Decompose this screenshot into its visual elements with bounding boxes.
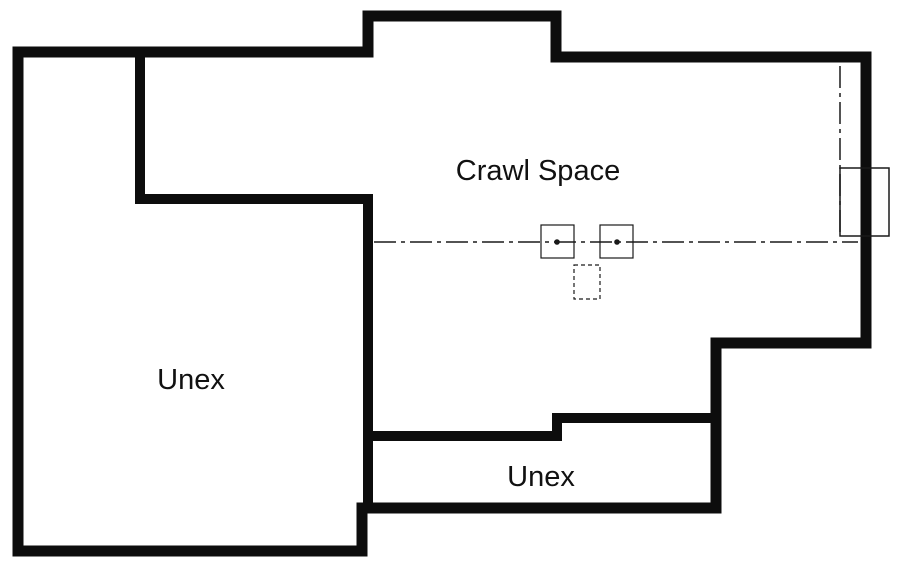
room-label-unex-left: Unex	[157, 364, 225, 396]
dashed-footing	[573, 264, 601, 300]
pier-footing	[599, 224, 634, 259]
pier-footing	[540, 224, 575, 259]
room-label-unex-bottom: Unex	[507, 461, 575, 493]
interior-wall-left-unex	[135, 57, 373, 508]
room-label-crawl-space: Crawl Space	[456, 155, 620, 187]
interior-wall-bottom-unex	[368, 413, 716, 441]
access-opening	[839, 167, 890, 237]
exterior-wall	[12, 10, 872, 557]
